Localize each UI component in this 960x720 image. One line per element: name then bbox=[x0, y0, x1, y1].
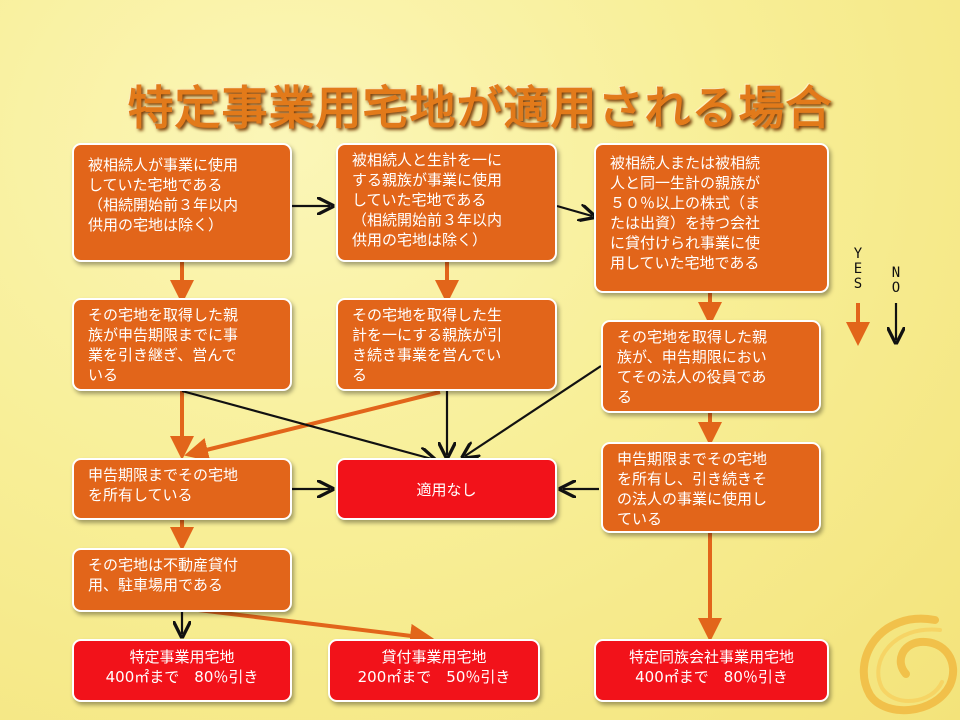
result-rental-business: 貸付事業用宅地 200㎡まで 50％引き bbox=[328, 639, 540, 702]
box-c1-own: 申告期限までその宅地 を所有している bbox=[72, 458, 292, 520]
arrow-no bbox=[556, 206, 592, 216]
arrow-yes bbox=[189, 607, 434, 648]
box-c2-start: 被相続人と生計を一に する親族が事業に使用 していた宅地である （相続開始前３年… bbox=[336, 143, 557, 262]
box-c1-start: 被相続人が事業に使用 していた宅地である （相続開始前３年以内 供用の宅地は除く… bbox=[72, 143, 292, 262]
result-specific-company: 特定同族会社事業用宅地 400㎡まで 80％引き bbox=[594, 639, 829, 702]
box-c3-own: 申告期限までその宅地 を所有し、引き続きそ の法人の事業に使用し ている bbox=[601, 442, 821, 533]
legend-yes-label: Y E S bbox=[853, 246, 863, 292]
page-title: 特定事業用宅地が適用される場合 bbox=[127, 81, 833, 135]
box-c3-acquire: その宅地を取得した親 族が、申告期限におい てその法人の役員であ る bbox=[601, 320, 821, 413]
arrow-yes bbox=[184, 390, 441, 462]
box-c1-rental: その宅地は不動産貸付 用、駐車場用である bbox=[72, 548, 292, 612]
arrow-no bbox=[181, 389, 432, 459]
box-c3-start: 被相続人または被相続 人と同一生計の親族が ５０％以上の株式（ま たは出資）を持… bbox=[594, 143, 829, 293]
arrow-no bbox=[465, 365, 602, 456]
result-specific-business: 特定事業用宅地 400㎡まで 80％引き bbox=[72, 639, 292, 702]
box-c1-acquire: その宅地を取得した親 族が申告期限までに事 業を引き継ぎ、営んで いる bbox=[72, 298, 292, 391]
box-not-applicable: 適用なし bbox=[336, 458, 557, 520]
decorative-swirl bbox=[859, 614, 958, 715]
box-c2-acquire: その宅地を取得した生 計を一にする親族が引 き続き事業を営んでい る bbox=[336, 298, 557, 391]
legend-no-label: N O bbox=[891, 265, 901, 296]
